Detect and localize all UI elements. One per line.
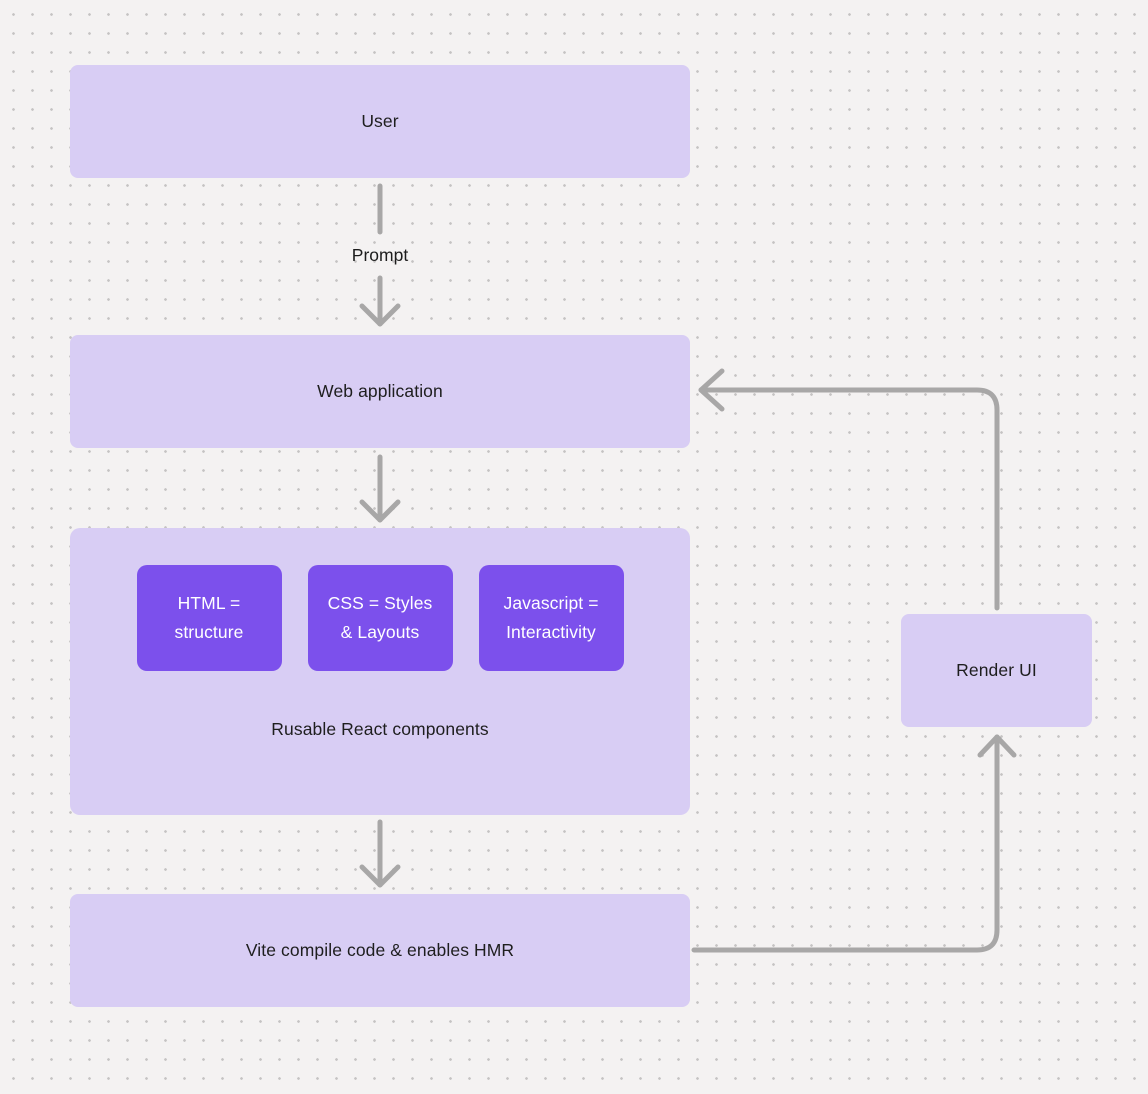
- node-web-application-label: Web application: [317, 381, 443, 401]
- arrowhead-down-icon: [359, 864, 401, 888]
- component-label-line: & Layouts: [340, 622, 420, 642]
- arrowhead-up-icon: [977, 734, 1017, 758]
- edge-vite-to-render[interactable]: [691, 734, 1017, 953]
- node-vite-label: Vite compile code & enables HMR: [245, 940, 515, 960]
- edge-render-to-webapp[interactable]: [698, 368, 1000, 611]
- component-label-line: Javascript =: [503, 593, 599, 613]
- node-html-component[interactable]: HTML = structure: [136, 565, 282, 671]
- arrowhead-down-icon: [359, 303, 401, 327]
- node-css-component[interactable]: CSS = Styles & Layouts: [307, 565, 453, 671]
- node-web-application[interactable]: Web application: [70, 335, 690, 448]
- arrowhead-down-icon: [359, 499, 401, 523]
- component-label-line: HTML =: [177, 593, 241, 613]
- edge-label-prompt: Prompt: [351, 245, 409, 265]
- components-caption: Rusable React components: [271, 719, 489, 739]
- node-vite[interactable]: Vite compile code & enables HMR: [70, 894, 690, 1007]
- node-components-container[interactable]: HTML = structure CSS = Styles & Layouts …: [70, 528, 690, 815]
- edge-webapp-to-components[interactable]: [359, 454, 401, 523]
- arrowhead-left-icon: [698, 368, 725, 412]
- component-label-line: CSS = Styles: [327, 593, 433, 613]
- node-user[interactable]: User: [70, 65, 690, 178]
- node-render-ui-label: Render UI: [956, 660, 1037, 680]
- components-row: HTML = structure CSS = Styles & Layouts …: [136, 565, 624, 671]
- node-javascript-component[interactable]: Javascript = Interactivity: [478, 565, 624, 671]
- component-label-line: structure: [174, 622, 244, 642]
- node-user-label: User: [361, 111, 399, 131]
- node-render-ui[interactable]: Render UI: [901, 614, 1092, 727]
- edge-components-to-vite[interactable]: [359, 819, 401, 888]
- component-label-line: Interactivity: [506, 622, 596, 642]
